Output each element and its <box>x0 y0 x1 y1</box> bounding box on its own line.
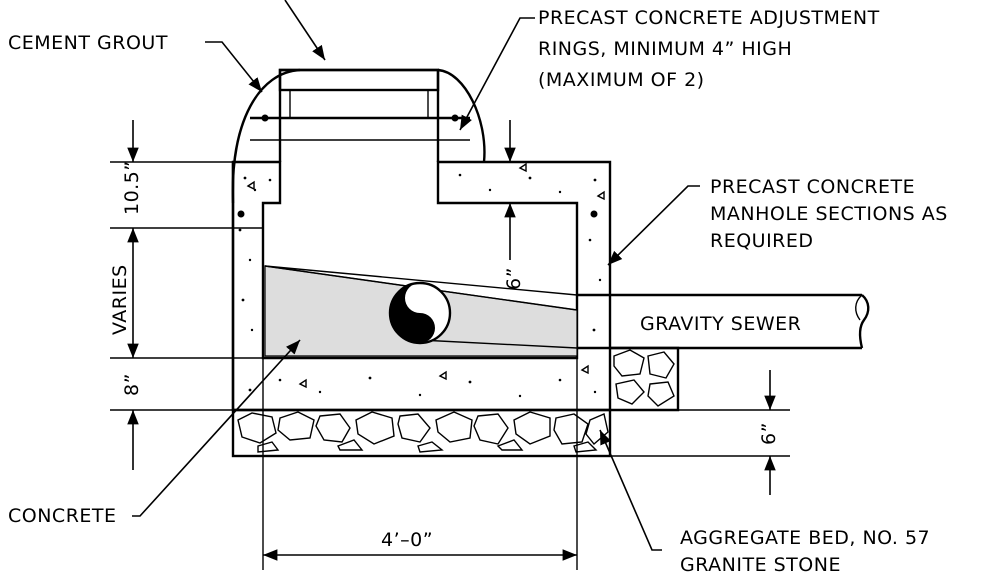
cement-grout-dome <box>231 68 486 204</box>
cement-grout-label: CEMENT GROUT <box>8 32 168 54</box>
adjustment-rings-line-1: PRECAST CONCRETE ADJUSTMENT <box>538 7 880 29</box>
dimension-top-clearance-label: 6” <box>503 267 525 290</box>
dimension-varies-label: VARIES <box>109 264 131 335</box>
manhole-sections-line-1: PRECAST CONCRETE <box>710 176 915 198</box>
gravity-sewer-label: GRAVITY SEWER <box>640 313 801 335</box>
leader-lines <box>132 0 700 551</box>
adjustment-rings-line-2: RINGS, MINIMUM 4” HIGH <box>538 38 792 60</box>
aggregate-bed-line-2: GRANITE STONE <box>680 554 841 576</box>
dimension-bed-thickness-label: 6” <box>758 422 780 445</box>
manhole-sections-line-2: MANHOLE SECTIONS AS <box>710 203 948 225</box>
manhole-sections-line-3: REQUIRED <box>710 230 814 252</box>
aggregate-bed <box>231 408 612 458</box>
aggregate-bed-line-1: AGGREGATE BED, NO. 57 <box>680 527 930 549</box>
gravity-sewer-pipe <box>264 265 870 350</box>
dimension-base-slab-label: 8” <box>121 373 143 396</box>
flow-channel-symbol <box>388 281 452 345</box>
adjustment-rings <box>250 68 470 162</box>
aggregate-side-fill <box>610 346 680 412</box>
dimension-width-label: 4’–0” <box>381 529 433 551</box>
concrete-label: CONCRETE <box>8 505 117 527</box>
dimension-top-slab-label: 10.5” <box>121 160 143 215</box>
dimension-lines <box>110 120 790 570</box>
adjustment-rings-line-3: (MAXIMUM OF 2) <box>538 69 705 91</box>
